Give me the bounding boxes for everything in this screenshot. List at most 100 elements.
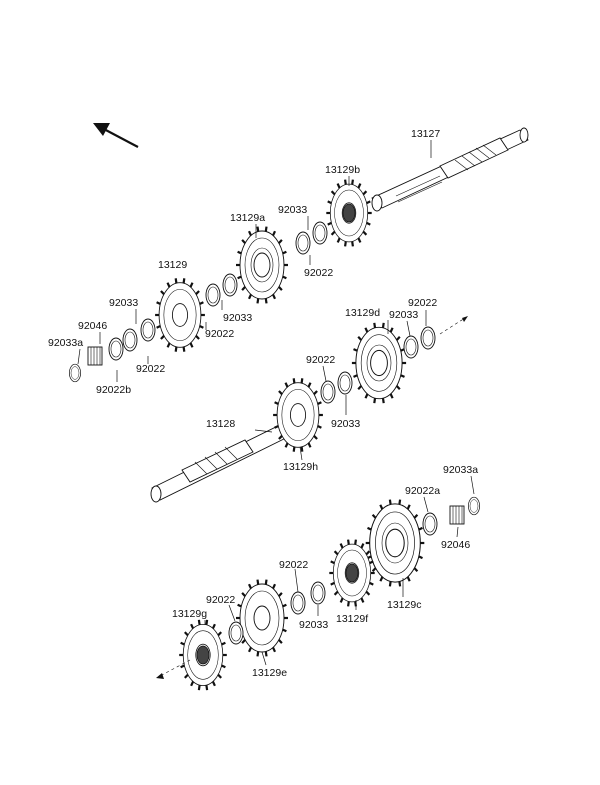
gear-tooth	[379, 576, 384, 582]
gear-tooth	[183, 631, 189, 637]
gear-tooth	[365, 550, 371, 556]
gear-13129	[155, 278, 205, 352]
gear-tooth	[366, 200, 371, 205]
gear-tooth	[190, 681, 195, 687]
ring-92022-left	[140, 318, 156, 342]
gear-tooth	[282, 603, 287, 608]
label-13129a: 13129a	[230, 212, 265, 224]
input-shaft-13128	[150, 421, 295, 503]
ring-92022-d	[420, 326, 436, 350]
gear-tooth	[256, 651, 260, 657]
gear-tooth	[292, 446, 296, 452]
gear-tooth	[292, 378, 296, 384]
gear-tooth	[241, 286, 246, 291]
gear-tooth	[160, 335, 165, 340]
label-92022a: 92022a	[405, 485, 440, 497]
gear-tooth	[371, 513, 377, 519]
leader-lines	[77, 140, 475, 666]
gear-tooth	[333, 550, 339, 556]
gear-tooth	[217, 631, 223, 637]
gear-tooth	[317, 401, 322, 405]
gear-tooth	[271, 230, 277, 237]
ring-92033-mid	[205, 283, 221, 307]
gear-tooth	[354, 539, 357, 545]
gear-tooth	[166, 342, 171, 348]
gear-tooth	[284, 442, 289, 448]
gear-tooth	[353, 374, 358, 378]
gear-tooth	[217, 673, 223, 679]
gear-tooth	[256, 226, 260, 232]
ring-92022-h	[320, 380, 336, 404]
gear-tooth	[189, 342, 194, 348]
gear-tooth	[189, 282, 194, 288]
gear-tooth	[344, 241, 347, 247]
label-92033a-right: 92033a	[443, 464, 478, 476]
gear-tooth	[330, 190, 336, 196]
gear-tooth	[373, 322, 377, 328]
gear-tooth	[313, 390, 318, 395]
gear-tooth	[364, 393, 369, 399]
gear-tooth	[330, 230, 336, 236]
gear-tooth	[398, 499, 402, 505]
ring-92033a-right	[468, 496, 480, 516]
gear-tooth	[339, 597, 344, 603]
gear-tooth	[197, 684, 201, 691]
part-labels: 13127 13129b 92033 13129a 92022 13129 92…	[48, 128, 478, 679]
gear-tooth	[199, 325, 204, 329]
gear-tooth	[330, 581, 335, 586]
gear-tooth	[400, 374, 405, 378]
label-13129b: 13129b	[325, 164, 360, 176]
label-13129h: 13129h	[283, 461, 318, 473]
label-92022-low: 92022	[279, 559, 308, 571]
ring-92022a	[422, 512, 438, 536]
gear-tooth	[282, 250, 287, 255]
gear-tooth	[282, 628, 287, 633]
gear-tooth	[180, 641, 185, 646]
gear-tooth	[256, 579, 260, 585]
label-92033-h: 92033	[331, 418, 360, 430]
axis-line-mid	[439, 316, 468, 335]
gear-tooth	[166, 282, 171, 288]
gear-tooth	[199, 301, 204, 305]
label-13129g: 13129g	[172, 608, 207, 620]
label-13129c: 13129c	[387, 599, 421, 611]
gear-tooth	[347, 539, 350, 545]
gear-tooth	[364, 327, 369, 333]
gear-tooth	[336, 183, 341, 189]
gear-tooth	[205, 684, 209, 691]
gear-tooth	[357, 237, 362, 243]
gear-tooth	[264, 579, 268, 585]
gear-tooth	[300, 378, 304, 384]
gear-tooth	[357, 336, 363, 341]
gear-tooth	[367, 526, 372, 531]
gear-tooth	[271, 293, 277, 300]
gear-tooth	[247, 583, 253, 590]
gear-tooth	[307, 442, 312, 448]
gear-13129a	[236, 226, 288, 304]
gear-tooth	[300, 446, 304, 452]
gear-tooth	[205, 619, 209, 626]
gear-tooth	[365, 590, 371, 596]
gear-tooth	[156, 325, 161, 329]
gear-tooth	[274, 425, 279, 429]
ring-92022-top	[295, 231, 311, 255]
gear-tooth	[237, 275, 242, 280]
ring-92033a-left	[69, 363, 81, 383]
gear-tooth	[307, 382, 312, 388]
gear-tooth	[327, 200, 332, 205]
gear-tooth	[183, 673, 189, 679]
label-92033a-left: 92033a	[48, 337, 83, 349]
label-92022-h: 92022	[306, 354, 335, 366]
ring-92033-h	[337, 371, 353, 395]
gear-tooth	[373, 398, 377, 404]
gear-tooth	[256, 298, 260, 304]
label-92033-left: 92033	[109, 297, 138, 309]
label-92022-mid: 92022	[205, 328, 234, 340]
gear-tooth	[330, 560, 335, 565]
gear-tooth	[174, 278, 178, 284]
gear-tooth	[237, 250, 242, 255]
gear-tooth	[174, 346, 178, 352]
label-13129d: 13129d	[345, 307, 380, 319]
gear-tooth	[271, 646, 277, 653]
